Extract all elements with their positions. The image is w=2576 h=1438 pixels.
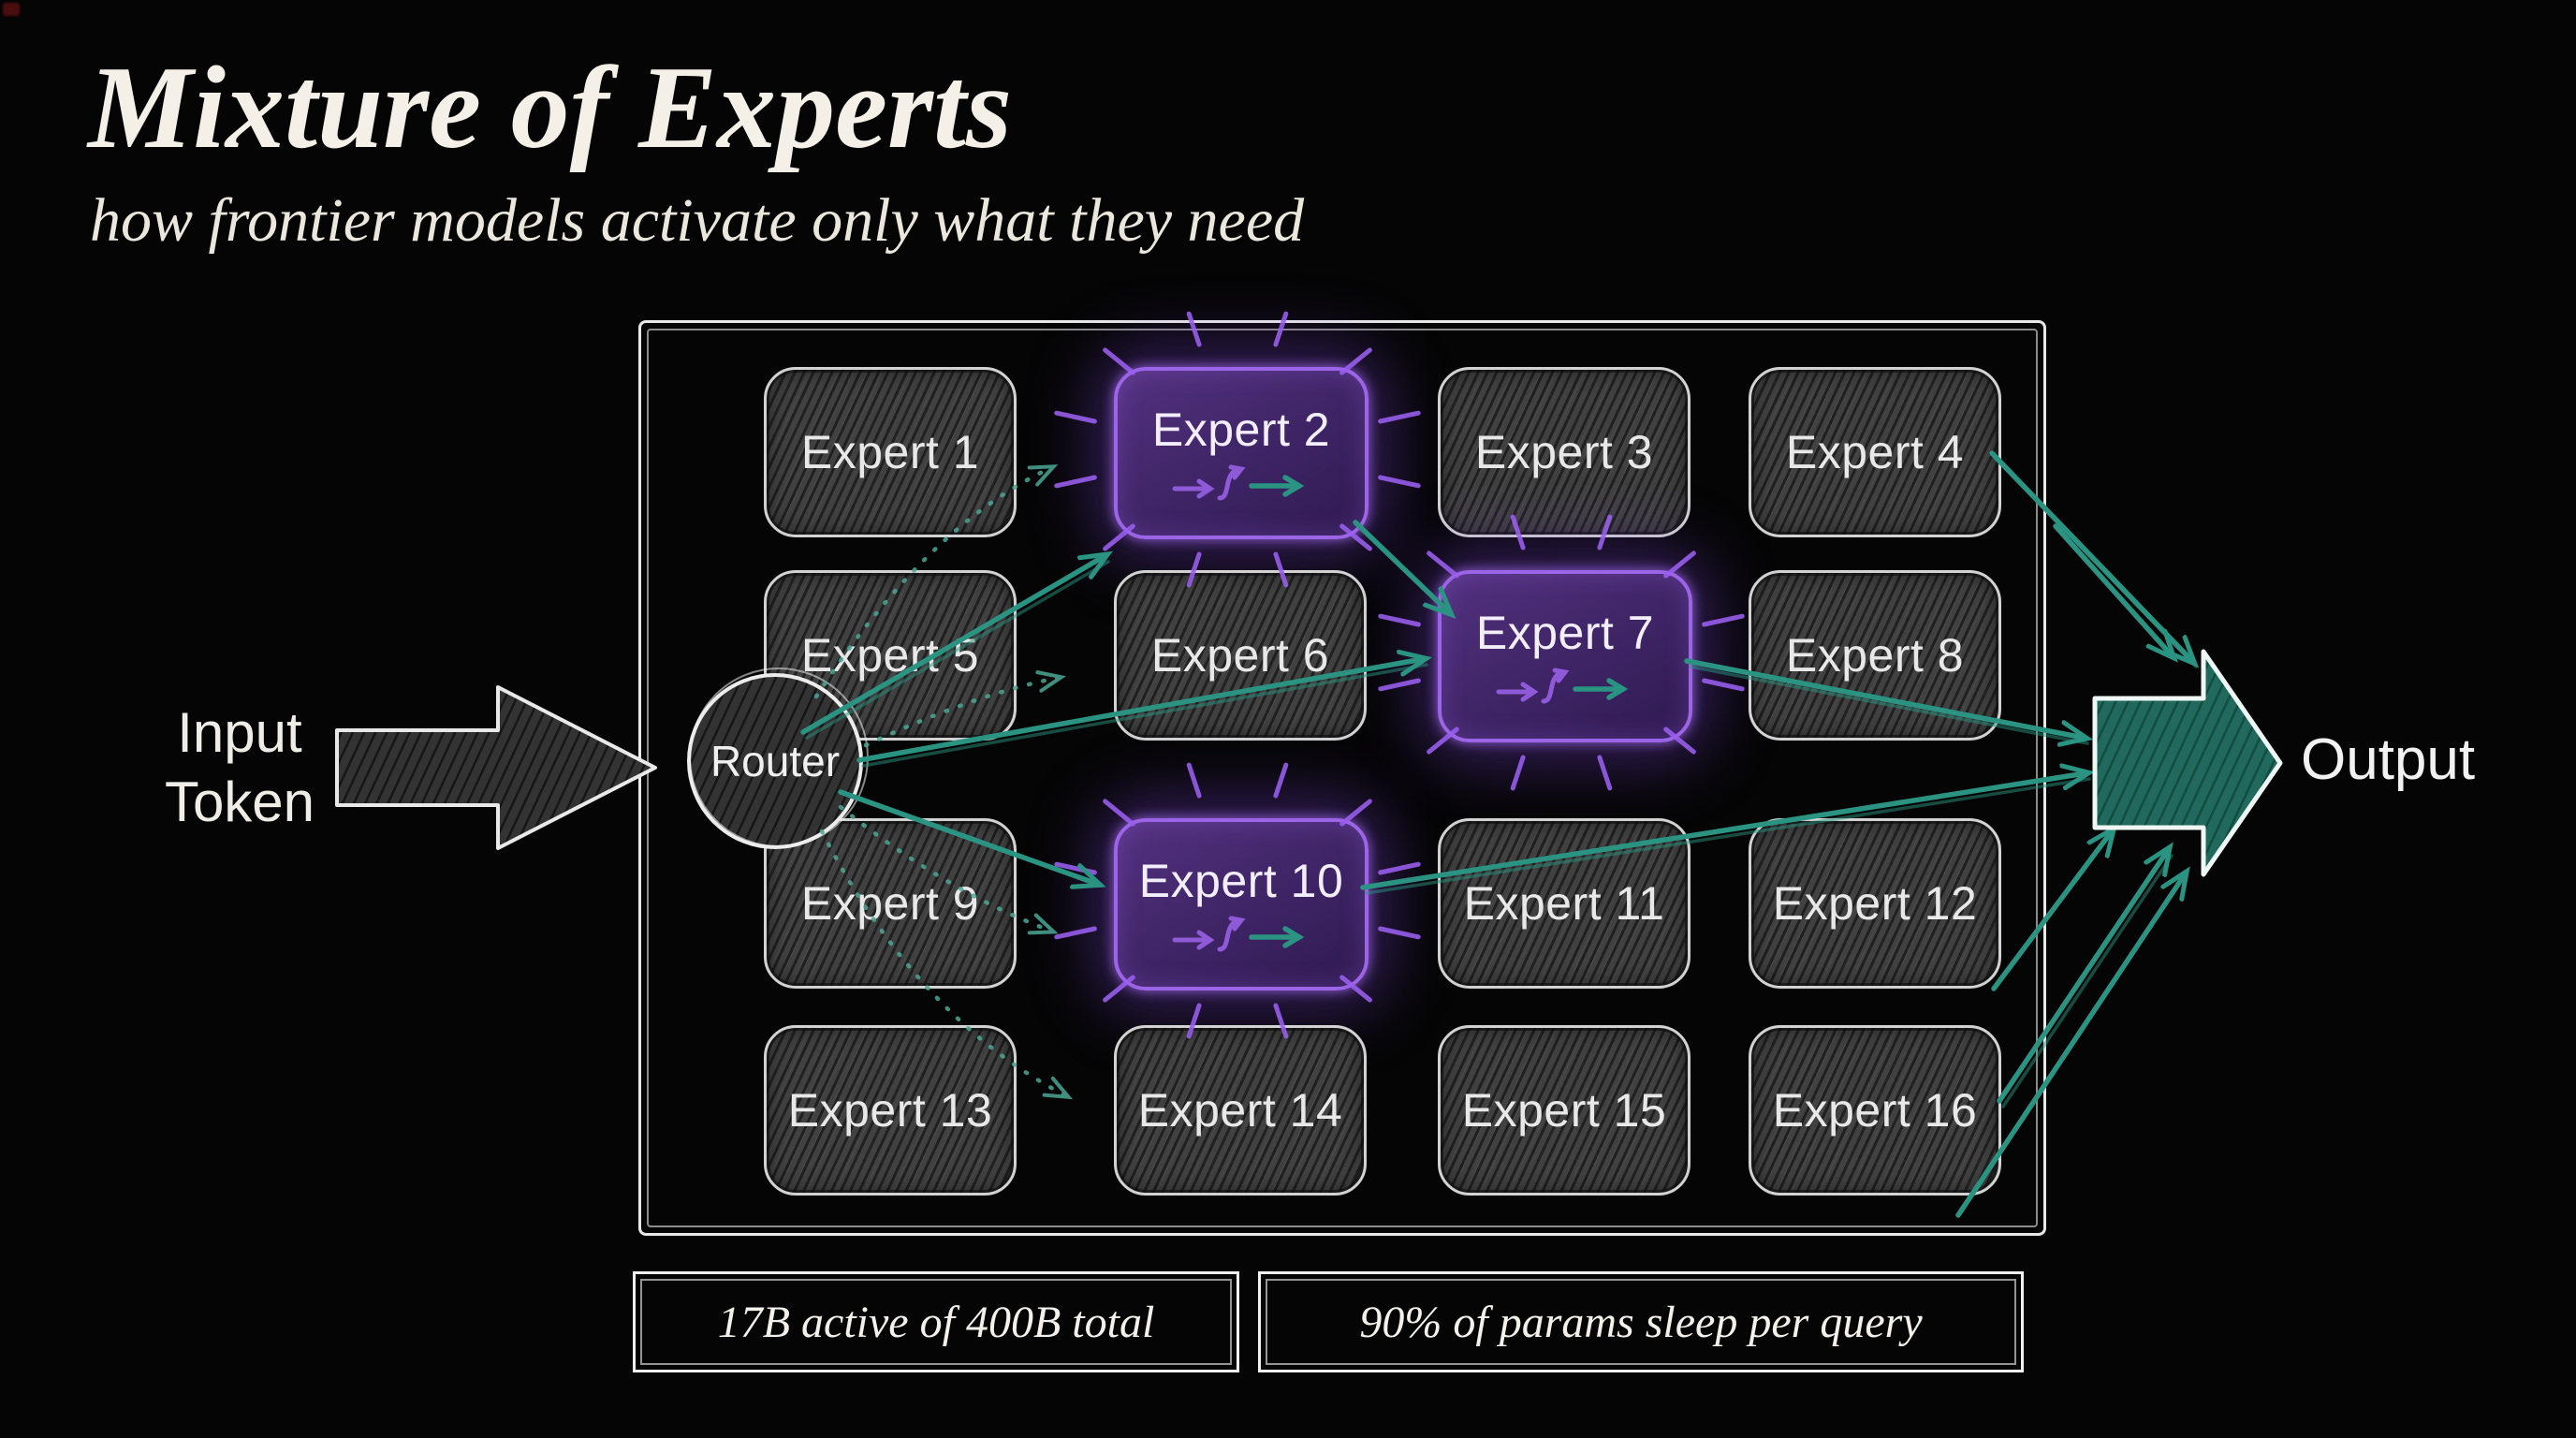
expert-box-5: Expert 5 [764, 570, 1017, 741]
flow-step-arrows-icon [1172, 916, 1305, 952]
input-label-line1: Input [177, 701, 302, 764]
expert-box-3: Expert 3 [1438, 367, 1690, 537]
output-arrow-icon [2092, 649, 2283, 877]
expert-label: Expert 11 [1463, 877, 1665, 930]
input-token-label: Input Token [120, 698, 359, 837]
expert-box-4: Expert 4 [1749, 367, 2001, 537]
expert-box-12: Expert 12 [1749, 818, 2001, 989]
stat-box-sleeping-params: 90% of params sleep per query [1258, 1271, 2024, 1372]
expert-box-7-active: Expert 7 [1438, 570, 1692, 742]
expert-box-8: Expert 8 [1749, 570, 2001, 741]
expert-label: Expert 2 [1151, 404, 1331, 456]
expert-label: Expert 4 [1785, 426, 1965, 478]
expert-label: Expert 13 [787, 1084, 993, 1137]
expert-box-1: Expert 1 [764, 367, 1017, 537]
expert-label: Expert 7 [1475, 607, 1655, 659]
output-label: Output [2301, 727, 2476, 792]
expert-box-15: Expert 15 [1438, 1025, 1690, 1196]
corner-red-dot [3, 3, 20, 16]
stat-text: 17B active of 400B total [717, 1297, 1155, 1347]
expert-label: Expert 6 [1150, 629, 1330, 682]
page-subtitle: how frontier models activate only what t… [90, 186, 1305, 255]
expert-label: Expert 15 [1461, 1084, 1667, 1137]
expert-box-13: Expert 13 [764, 1025, 1017, 1196]
expert-label: Expert 12 [1772, 877, 1978, 930]
expert-box-6: Expert 6 [1114, 570, 1367, 741]
expert-box-2-active: Expert 2 [1114, 367, 1368, 539]
input-arrow-icon [335, 685, 657, 850]
expert-label: Expert 14 [1137, 1084, 1343, 1137]
expert-box-16: Expert 16 [1749, 1025, 2001, 1196]
expert-label: Expert 8 [1785, 629, 1965, 682]
expert-box-14: Expert 14 [1114, 1025, 1367, 1196]
expert-box-10-active: Expert 10 [1114, 818, 1368, 990]
expert-label: Expert 16 [1772, 1084, 1978, 1137]
expert-label: Expert 5 [800, 629, 980, 682]
input-label-line2: Token [164, 770, 315, 833]
flow-step-arrows-icon [1496, 668, 1629, 704]
stat-text: 90% of params sleep per query [1359, 1297, 1923, 1347]
expert-label: Expert 9 [800, 877, 980, 930]
page-title: Mixture of Experts [88, 43, 1013, 173]
expert-box-9: Expert 9 [764, 818, 1017, 989]
flow-step-arrows-icon [1172, 464, 1305, 501]
stat-box-active-params: 17B active of 400B total [633, 1271, 1239, 1372]
expert-label: Expert 1 [800, 426, 980, 478]
expert-label: Expert 10 [1138, 855, 1344, 907]
expert-label: Expert 3 [1474, 426, 1654, 478]
expert-box-11: Expert 11 [1438, 818, 1690, 989]
